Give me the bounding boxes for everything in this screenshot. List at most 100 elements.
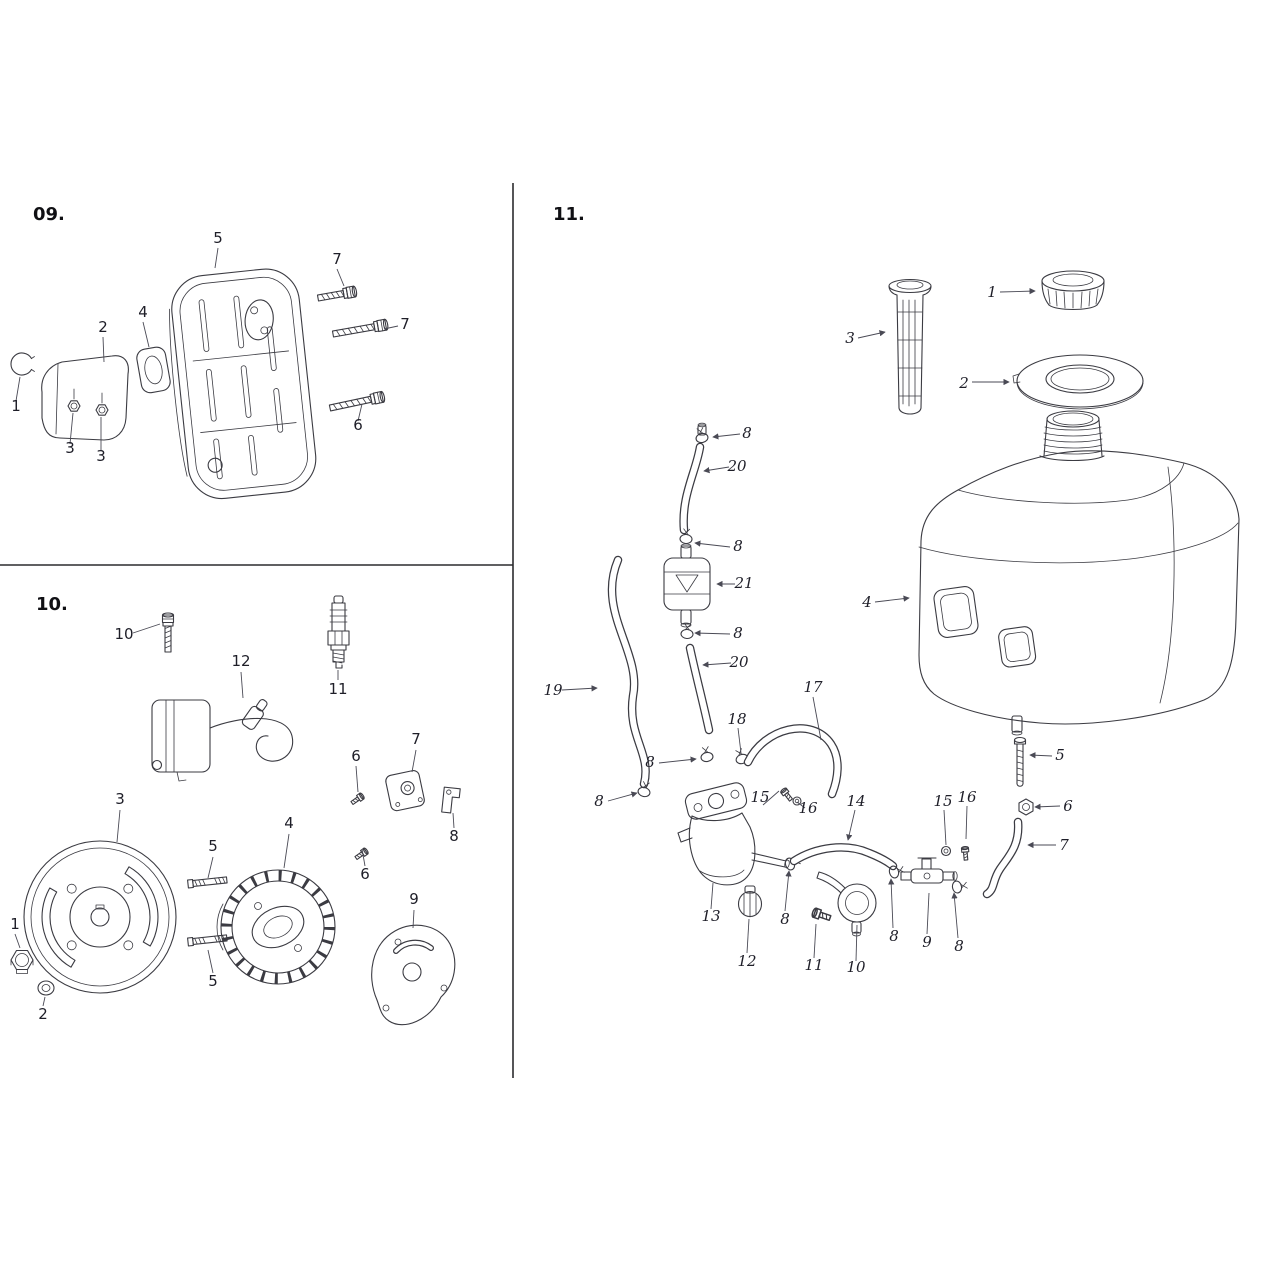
outlet-hose-core bbox=[984, 819, 1022, 897]
valve-screw bbox=[960, 845, 971, 861]
leader-line bbox=[855, 924, 858, 962]
leader-line bbox=[207, 856, 214, 879]
tank-bolt bbox=[1013, 736, 1027, 787]
part-label-11-19: 19 bbox=[543, 681, 563, 699]
leader-line bbox=[452, 812, 455, 829]
part-label-11-11: 11 bbox=[804, 956, 823, 974]
part-label-11-6: 6 bbox=[1063, 797, 1073, 815]
leader-line bbox=[999, 288, 1036, 295]
part-label-10-4: 4 bbox=[284, 814, 294, 832]
fuel-valve bbox=[900, 857, 958, 884]
part-label-11-1: 1 bbox=[987, 283, 997, 301]
flange-bolt-mid bbox=[331, 318, 390, 340]
valve-washer bbox=[940, 845, 952, 857]
part-label-10-9: 9 bbox=[409, 890, 419, 908]
leader-line bbox=[746, 918, 750, 954]
part-label-11-3: 3 bbox=[845, 329, 855, 347]
leader-line bbox=[283, 833, 290, 869]
part-label-11-16b: 16 bbox=[957, 788, 977, 806]
part-label-09-4: 4 bbox=[138, 303, 148, 321]
part-label-11-14: 14 bbox=[846, 792, 865, 810]
return-hose-core bbox=[745, 725, 841, 797]
pickup-module bbox=[385, 770, 425, 812]
hose-clamp-d bbox=[698, 745, 715, 764]
part-label-11-10: 10 bbox=[846, 958, 866, 976]
part-label-10-7: 7 bbox=[411, 730, 421, 748]
flywheel bbox=[23, 840, 177, 994]
part-label-11-18: 18 bbox=[727, 710, 746, 728]
coil-bolt bbox=[161, 612, 175, 653]
part-label-11-17: 17 bbox=[803, 678, 823, 696]
leader-line bbox=[607, 791, 638, 802]
part-label-09-5: 5 bbox=[213, 229, 223, 247]
fuel-hose-lower-core bbox=[687, 645, 712, 733]
leader-line bbox=[1034, 803, 1061, 810]
leader-line bbox=[737, 727, 742, 754]
stator-stud-b bbox=[187, 933, 228, 947]
pump-hose-core bbox=[791, 844, 896, 869]
flywheel-nut bbox=[10, 949, 34, 974]
part-label-11-8e: 8 bbox=[594, 792, 604, 810]
part-label-11-8a: 8 bbox=[742, 424, 752, 442]
leader-line bbox=[14, 933, 21, 949]
part-label-10-6a: 6 bbox=[351, 747, 361, 765]
leader-line bbox=[712, 433, 741, 440]
petcock-screw-a bbox=[779, 786, 795, 803]
module-screw-b bbox=[353, 846, 370, 862]
leader-line bbox=[336, 268, 345, 287]
part-label-11-2: 2 bbox=[958, 374, 969, 392]
part-label-10-6b: 6 bbox=[360, 865, 370, 883]
leader-line bbox=[132, 623, 161, 634]
part-label-11-20a: 20 bbox=[726, 457, 747, 475]
section-10: 10. bbox=[10, 594, 461, 1026]
part-label-11-9: 9 bbox=[922, 933, 932, 951]
leader-line bbox=[694, 540, 731, 548]
part-label-09-3a: 3 bbox=[65, 439, 75, 457]
spark-plug bbox=[327, 595, 350, 669]
part-label-11-8f: 8 bbox=[780, 910, 790, 928]
leader-line bbox=[965, 805, 968, 840]
clip-bracket bbox=[441, 786, 461, 814]
part-label-11-8h: 8 bbox=[954, 937, 964, 955]
leader-line bbox=[412, 909, 415, 929]
leader-line bbox=[207, 949, 214, 974]
leader-line bbox=[214, 247, 219, 269]
leader-line bbox=[784, 870, 792, 912]
part-label-09-2: 2 bbox=[98, 318, 108, 336]
part-label-09-7b: 7 bbox=[400, 315, 410, 333]
section-09-title: 09. bbox=[33, 204, 65, 225]
leader-line bbox=[240, 671, 244, 699]
leader-line bbox=[42, 996, 46, 1007]
part-label-10-11: 11 bbox=[328, 680, 347, 698]
leader-line bbox=[702, 661, 732, 668]
part-label-09-1: 1 bbox=[11, 397, 21, 415]
part-label-11-15b: 15 bbox=[933, 792, 952, 810]
petcock-body bbox=[677, 782, 790, 886]
circlip bbox=[10, 352, 35, 376]
leader-line bbox=[710, 882, 714, 910]
part-label-10-1: 1 bbox=[10, 915, 20, 933]
part-label-11-20b: 20 bbox=[728, 653, 749, 671]
part-label-11-8c: 8 bbox=[733, 624, 743, 642]
leader-line bbox=[926, 892, 930, 935]
part-label-09-6: 6 bbox=[353, 416, 363, 434]
module-screw-a bbox=[349, 791, 366, 807]
leader-line bbox=[813, 923, 817, 959]
leader-line bbox=[102, 336, 105, 363]
part-label-10-2: 2 bbox=[38, 1005, 48, 1023]
leader-line bbox=[383, 325, 399, 330]
leader-line bbox=[361, 848, 366, 867]
ignition-coil bbox=[151, 699, 294, 782]
part-label-11-4: 4 bbox=[861, 593, 872, 611]
part-label-10-5a: 5 bbox=[208, 837, 218, 855]
part-label-11-12: 12 bbox=[737, 952, 756, 970]
hose-clamp-e bbox=[636, 780, 653, 799]
leader-line bbox=[658, 756, 697, 764]
leader-line bbox=[888, 878, 895, 929]
hose-clamp-h bbox=[950, 878, 969, 895]
leader-line bbox=[694, 630, 731, 637]
leader-line bbox=[142, 321, 150, 348]
leader-line bbox=[943, 809, 947, 846]
inline-fuel-filter bbox=[663, 543, 711, 628]
